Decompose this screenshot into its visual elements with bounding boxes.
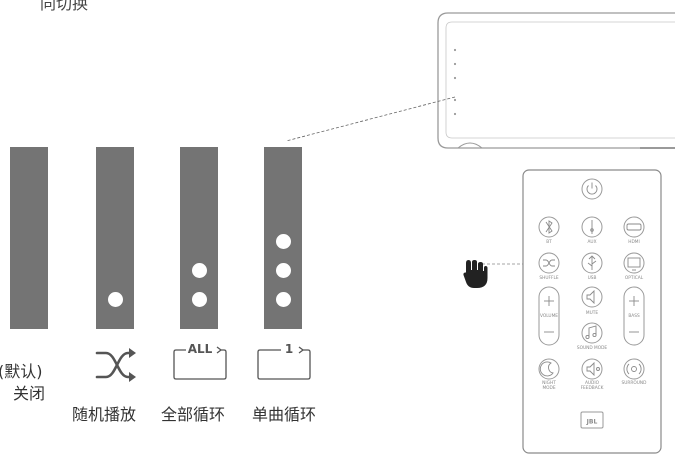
led-bar-repeat-all	[180, 147, 218, 329]
remote-control: BT AUX HDMI SHUFFLE USB OPTICAL VOLUME M…	[522, 169, 662, 454]
led-dot	[276, 292, 291, 307]
remote-label-usb: USB	[588, 275, 597, 281]
remote-label-volume: VOLUME	[540, 313, 558, 319]
caption-off-line1: (默认)	[0, 362, 43, 381]
remote-logo: JBL	[586, 419, 598, 426]
remote-label-night-2: MODE	[542, 385, 555, 391]
remote-label-surround: SURROUND	[622, 380, 648, 386]
remote-label-optical: OPTICAL	[625, 275, 644, 281]
led-dot	[192, 263, 207, 278]
remote-label-audio-feedback-1: AUDIO	[585, 380, 600, 386]
repeat-all-icon	[173, 346, 227, 380]
caption-off-line2: 关闭	[13, 384, 46, 403]
led-bar-repeat-one	[264, 147, 302, 329]
caption-repeat-all: 全部循环	[161, 405, 226, 424]
shuffle-icon	[95, 348, 136, 382]
hand-pointer-icon	[463, 260, 488, 288]
led-dot	[276, 263, 291, 278]
remote-label-mute: MUTE	[586, 310, 598, 316]
remote-label-sound-mode: SOUND MODE	[577, 345, 608, 351]
remote-label-bt: BT	[546, 239, 552, 245]
remote-label-aux: AUX	[587, 239, 596, 245]
repeat-one-icon	[257, 346, 311, 380]
led-bar-off	[10, 147, 48, 329]
led-dot	[192, 292, 207, 307]
led-bar-shuffle	[96, 147, 134, 329]
led-dot	[276, 234, 291, 249]
remote-label-night-1: NIGHT	[542, 380, 556, 386]
led-dot	[108, 292, 123, 307]
remote-label-shuffle: SHUFFLE	[539, 275, 558, 281]
repeat-one-icon-text: 1	[284, 342, 294, 356]
soundbar-led-column	[453, 48, 457, 116]
caption-shuffle: 随机播放	[72, 405, 137, 424]
repeat-all-icon-text: ALL	[187, 342, 213, 356]
top-caption: 同切换	[40, 0, 89, 13]
soundbar-device	[437, 12, 675, 149]
remote-label-bass: BASS	[628, 313, 640, 319]
remote-label-audio-feedback-2: FEEDBACK	[581, 385, 604, 391]
remote-label-hdmi: HDMI	[628, 239, 640, 245]
caption-repeat-one: 单曲循环	[252, 405, 317, 424]
